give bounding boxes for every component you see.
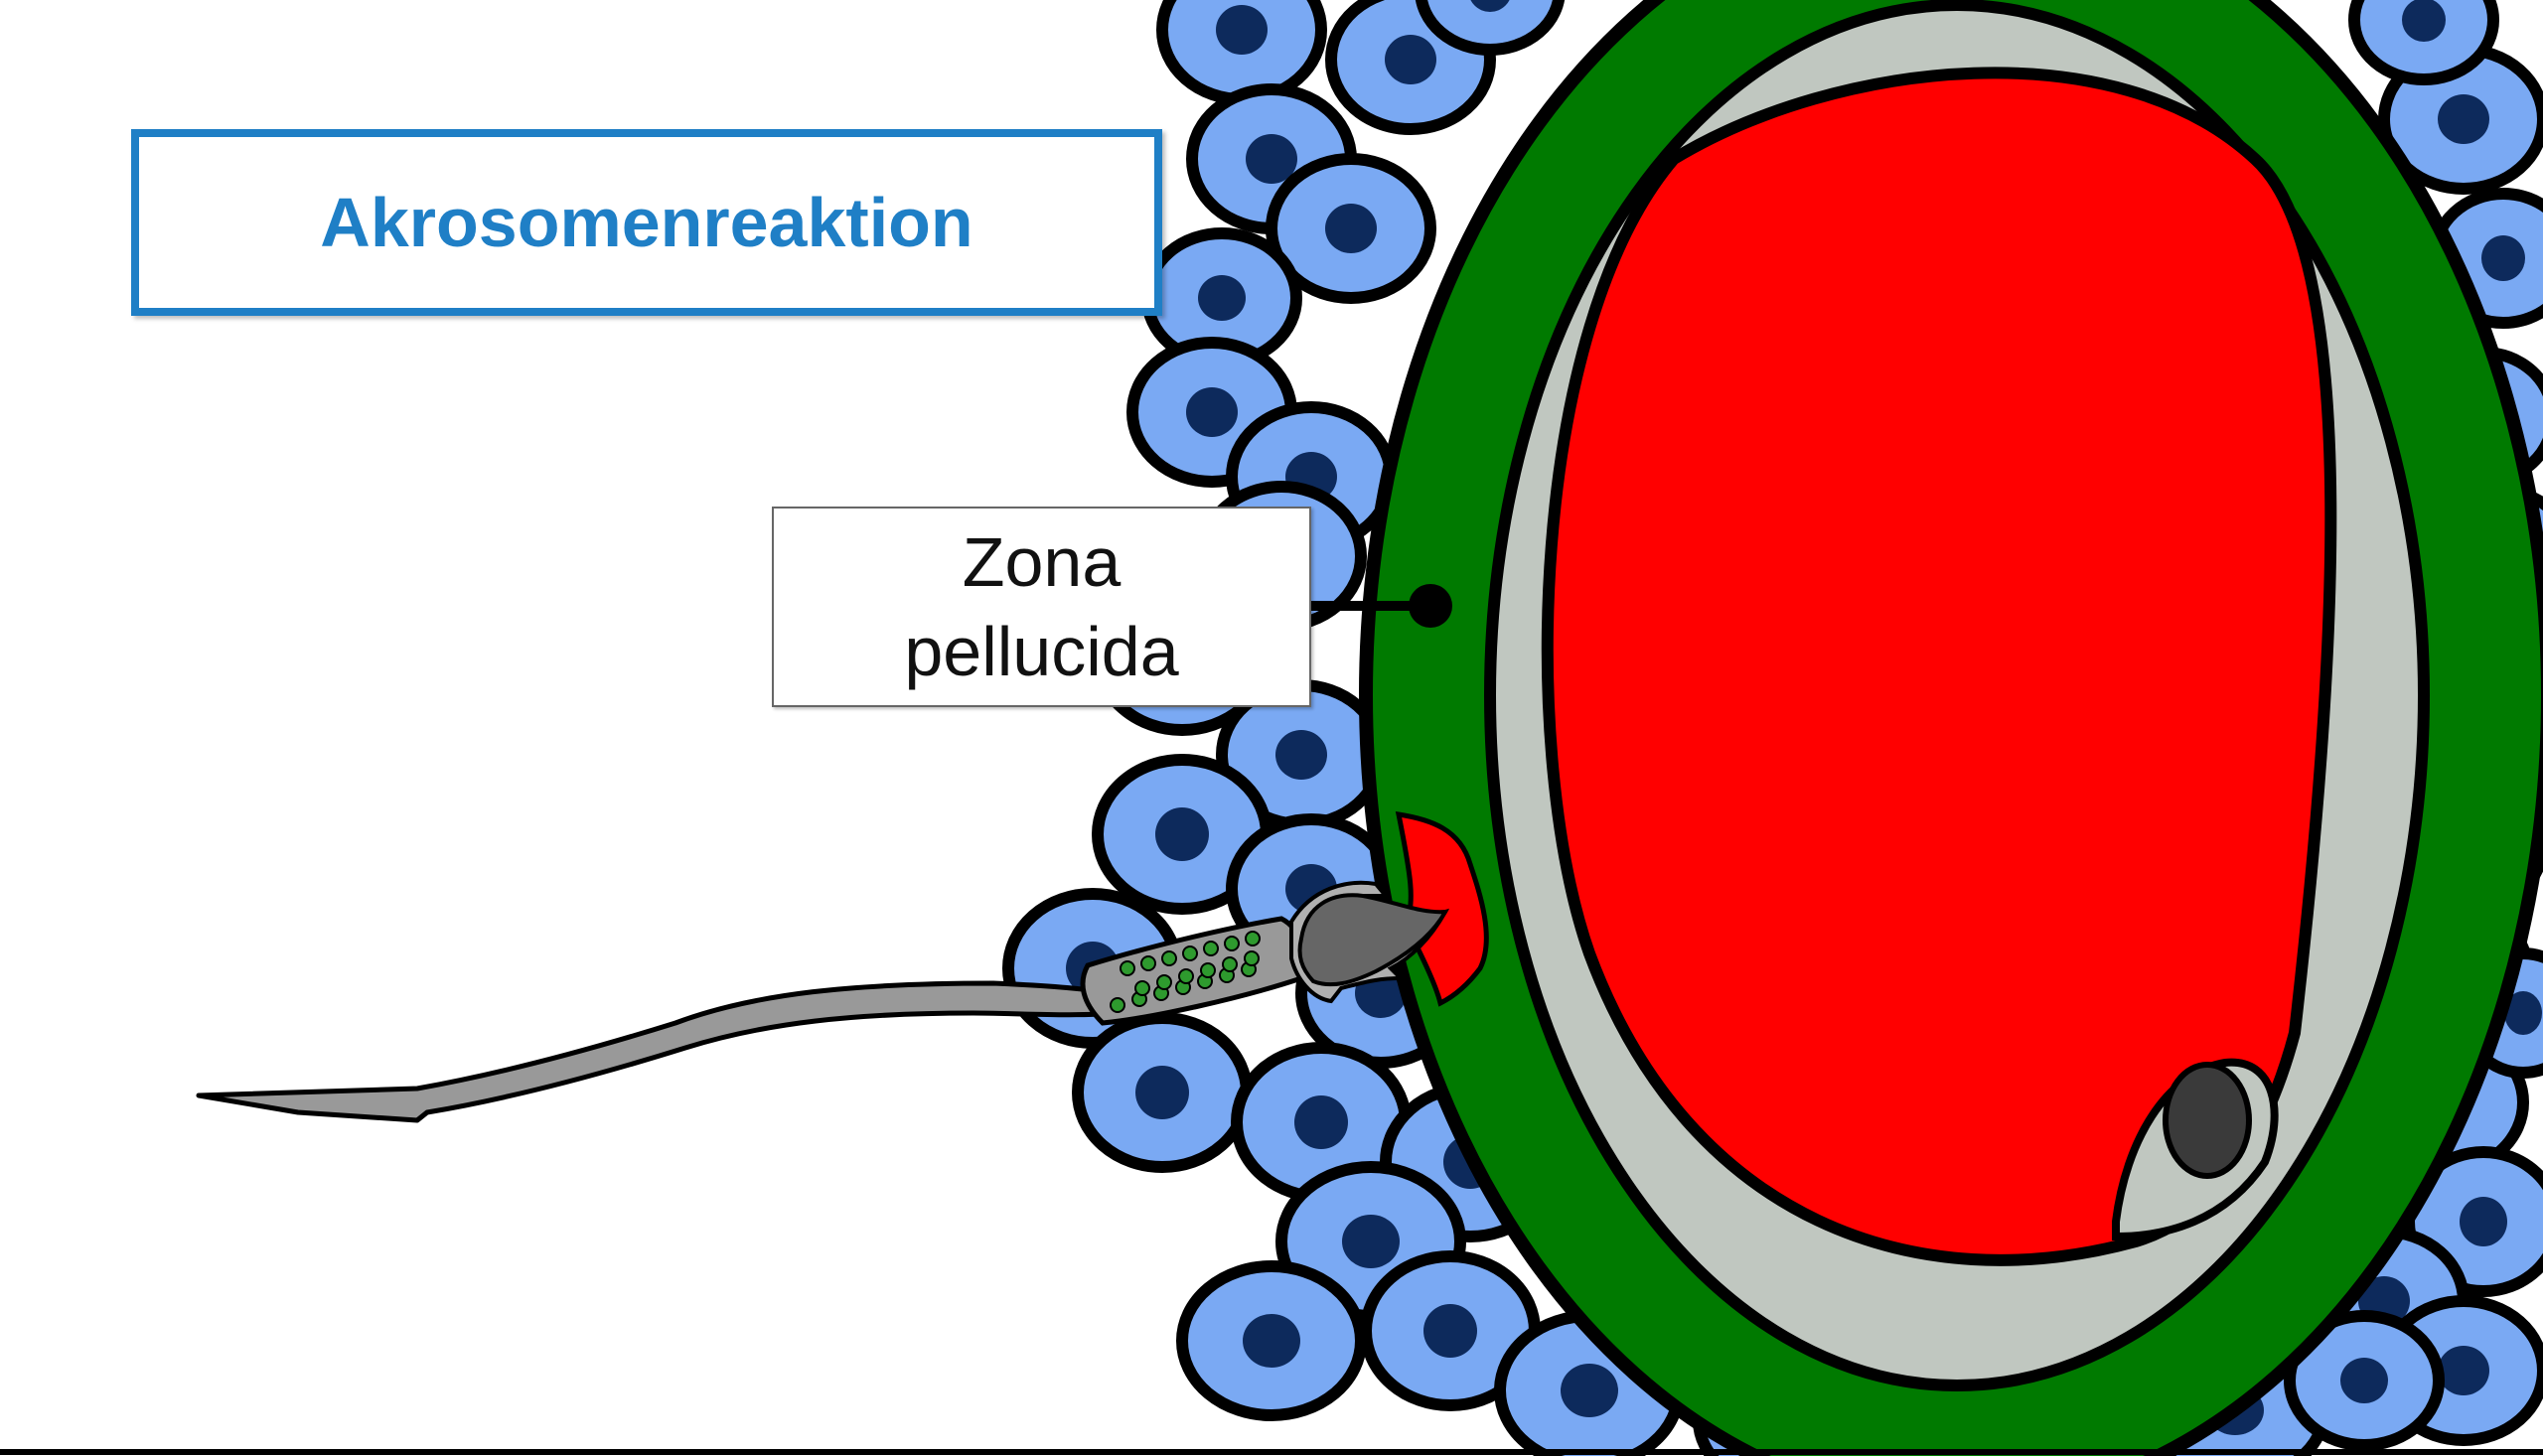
cell-nucleus bbox=[1325, 204, 1377, 253]
mitochondrion bbox=[1140, 955, 1156, 971]
cell-nucleus bbox=[2438, 1346, 2489, 1395]
cell-nucleus bbox=[1294, 1095, 1348, 1149]
cell-nucleus bbox=[1470, 0, 1510, 12]
cell-nucleus bbox=[1186, 387, 1238, 437]
corona-cell bbox=[1266, 153, 1436, 304]
sperm-head-nucleus bbox=[1297, 893, 1449, 987]
label-line-1: Zona bbox=[962, 523, 1122, 601]
corona-cell bbox=[1156, 0, 1327, 105]
corona-cell bbox=[1176, 1260, 1367, 1421]
corona-cell bbox=[1072, 1012, 1253, 1173]
slide-title: Akrosomenreaktion bbox=[320, 184, 973, 261]
mitochondrion bbox=[1120, 960, 1135, 976]
polar-body-nucleus bbox=[2163, 1062, 2252, 1179]
cell-nucleus bbox=[1198, 275, 1246, 321]
corona-cell bbox=[1360, 1250, 1541, 1411]
title-box: Akrosomenreaktion bbox=[131, 129, 1162, 316]
cell-nucleus bbox=[1561, 1364, 1618, 1417]
mitochondrion bbox=[1222, 956, 1238, 972]
mitochondrion bbox=[1224, 936, 1240, 951]
cell-nucleus bbox=[1342, 1215, 1400, 1268]
mitochondrion bbox=[1134, 980, 1150, 996]
cell-nucleus bbox=[1275, 730, 1327, 780]
cell-nucleus bbox=[2504, 991, 2542, 1035]
sperm-cell bbox=[196, 880, 1450, 1123]
mitochondrion bbox=[1200, 962, 1216, 978]
cell-nucleus bbox=[1155, 807, 1209, 861]
mitochondrion bbox=[1203, 941, 1219, 956]
cell-nucleus bbox=[1246, 134, 1297, 184]
mitochondrion bbox=[1110, 997, 1125, 1013]
cell-nucleus bbox=[2481, 235, 2525, 281]
zona-pellucida-label: Zona pellucida bbox=[772, 507, 1311, 707]
cell-nucleus bbox=[1385, 35, 1436, 84]
mitochondrion bbox=[1245, 931, 1261, 946]
mitochondrion bbox=[1182, 946, 1198, 961]
mitochondrion bbox=[1156, 974, 1172, 990]
mitochondria bbox=[1110, 931, 1261, 1013]
corona-cell bbox=[2284, 1310, 2445, 1451]
cell-nucleus bbox=[2402, 0, 2446, 42]
cell-nucleus bbox=[1423, 1304, 1477, 1358]
mitochondrion bbox=[1244, 950, 1260, 966]
cell-nucleus bbox=[1243, 1314, 1300, 1368]
corona-cell bbox=[1415, 0, 1566, 56]
label-line-2: pellucida bbox=[904, 613, 1179, 690]
mitochondrion bbox=[1178, 968, 1194, 984]
egg-cell bbox=[1359, 0, 2543, 1456]
cell-nucleus bbox=[2460, 1197, 2507, 1246]
cell-nucleus bbox=[1216, 5, 1268, 55]
cell-nucleus bbox=[2340, 1358, 2388, 1403]
corona-cell bbox=[2348, 0, 2499, 85]
cell-nucleus bbox=[2438, 94, 2489, 144]
cell-nucleus bbox=[1135, 1066, 1189, 1119]
label-leader-dot bbox=[1409, 584, 1452, 628]
mitochondrion bbox=[1161, 950, 1177, 966]
